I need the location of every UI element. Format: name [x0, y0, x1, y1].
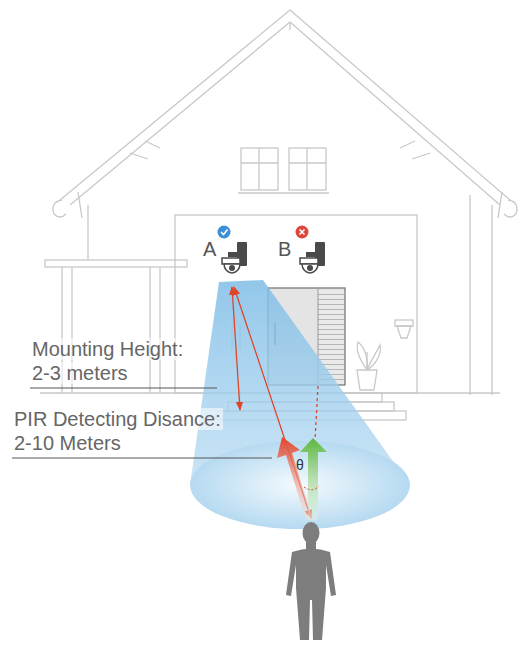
- dimension-value: 2-10 Meters: [12, 432, 123, 454]
- plant-pot: [357, 342, 380, 390]
- camera-letter: A: [203, 238, 216, 260]
- camera-b: [296, 226, 326, 274]
- dimension-label: Mounting Height:: [30, 338, 185, 360]
- person-silhouette: [286, 522, 336, 640]
- dimension-label: PIR Detecting Disance:: [12, 408, 223, 430]
- measure-line: [232, 287, 318, 518]
- camera-letter: B: [278, 238, 291, 260]
- leader-line: [12, 388, 272, 458]
- detection-cone: [190, 280, 410, 529]
- angle-symbol: θ: [296, 458, 304, 473]
- window: [238, 148, 329, 193]
- direction-arrow: [277, 437, 327, 520]
- dimension-value: 2-3 meters: [30, 362, 130, 384]
- camera-a: [218, 226, 248, 274]
- wall-lamp: [395, 320, 413, 338]
